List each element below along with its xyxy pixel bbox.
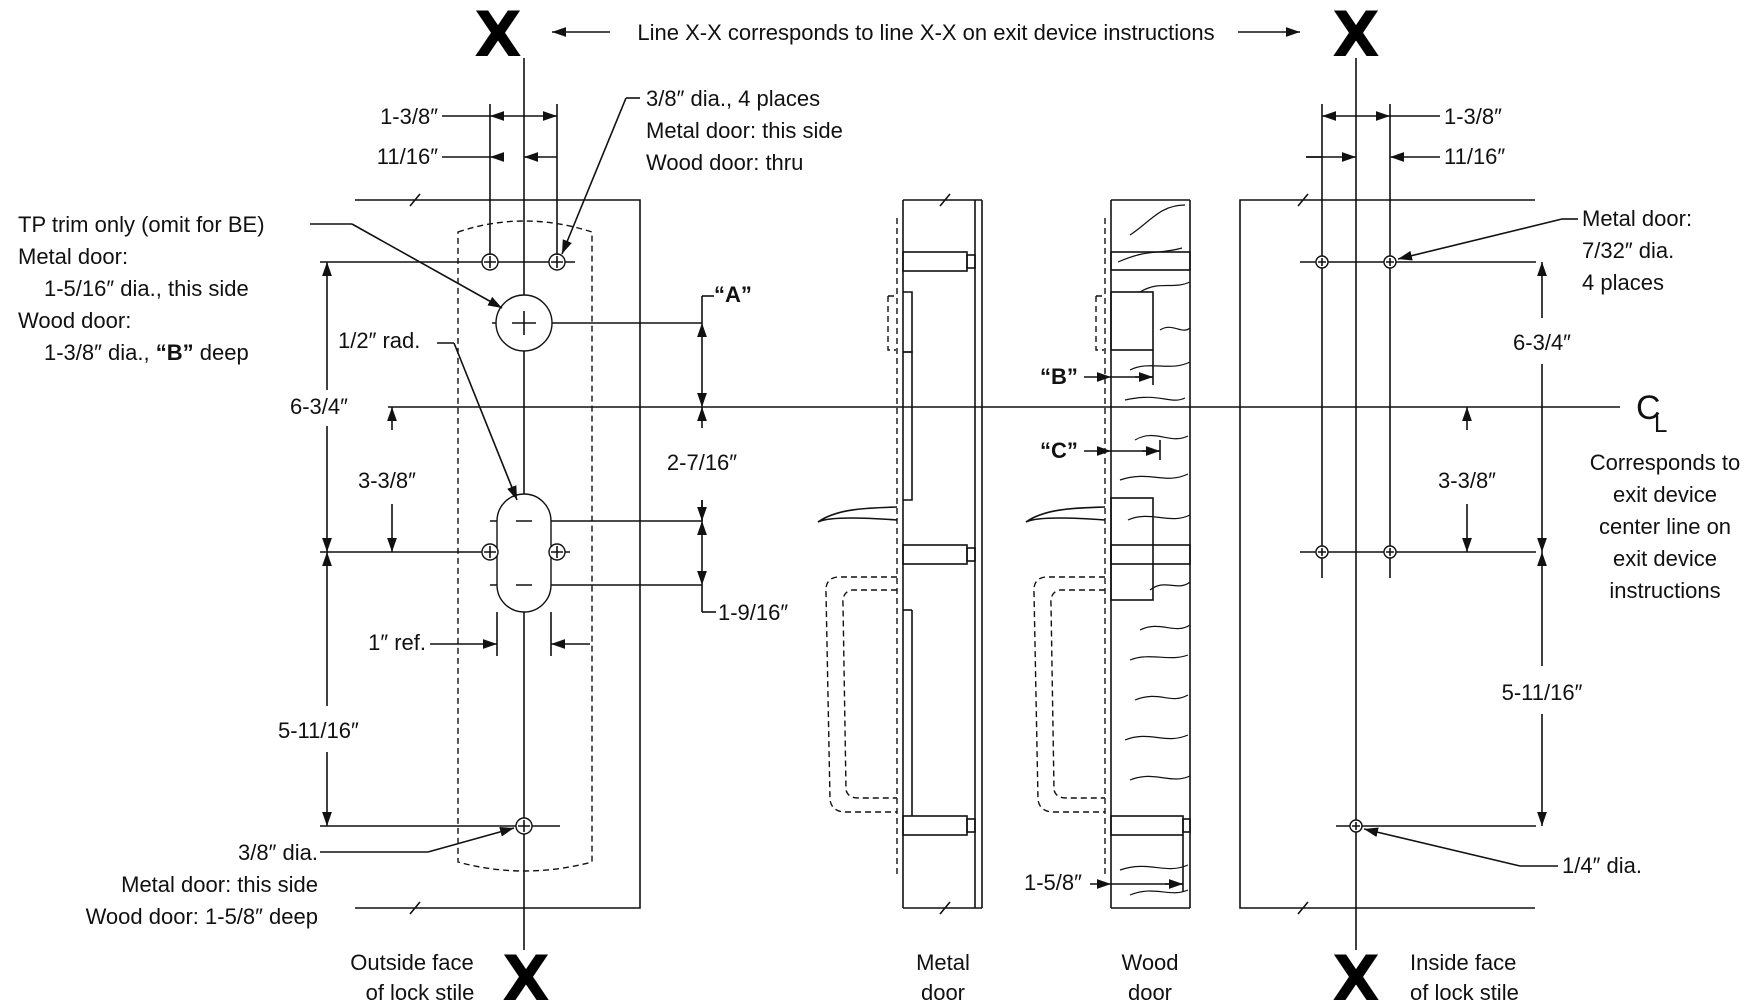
lock-stile-outline-right bbox=[1239, 199, 1535, 909]
dim-1-9-16: 1-9/16″ bbox=[718, 600, 788, 625]
metal-door-slot-recess bbox=[903, 351, 913, 501]
inside-metal-note-leader bbox=[1397, 218, 1563, 261]
wood-door-pull-outer bbox=[1033, 576, 1105, 813]
tp-note-5: 1-3/8″ dia., “B” deep bbox=[44, 340, 249, 365]
metal-door-pull-inner bbox=[842, 589, 897, 799]
metal-door-section: Metal door bbox=[817, 193, 983, 1004]
wood-door-tp-bore bbox=[1110, 291, 1154, 351]
metal-door-break-marks bbox=[939, 193, 951, 915]
hole-note-2: Metal door: this side bbox=[646, 118, 843, 143]
outside-caption-2: of lock stile bbox=[366, 980, 475, 1004]
dim-11-16-outside: 11/16″ bbox=[377, 144, 438, 169]
bottom-note-1: 3/8″ dia. bbox=[238, 840, 318, 865]
metal-door-mid-fastener-tip bbox=[966, 547, 976, 562]
cl-note-2: exit device bbox=[1613, 482, 1717, 507]
center-marks bbox=[484, 256, 563, 832]
metal-door-top-fastener-tip bbox=[966, 254, 976, 269]
metal-door-bottom-fastener-tip bbox=[966, 818, 976, 833]
lock-stile-outline-left bbox=[355, 199, 641, 909]
inside-dim-5-11-16: 5-11/16″ bbox=[1502, 680, 1583, 705]
tp-note-leader bbox=[351, 223, 503, 309]
wood-door-tp-trim-dashed bbox=[1095, 295, 1104, 351]
bottom-note-leader bbox=[427, 827, 515, 853]
metal-door-tp-trim-dashed bbox=[887, 295, 896, 351]
rad-note: 1/2″ rad. bbox=[338, 328, 420, 353]
inside-center-marks bbox=[1318, 258, 1394, 830]
wood-door-bottom-bolt bbox=[1110, 815, 1184, 836]
inside-caption-1: Inside face bbox=[1410, 950, 1516, 975]
metal-door-caption-1: Metal bbox=[916, 950, 970, 975]
dim-6-3-4-outside: 6-3/4″ bbox=[290, 394, 348, 419]
cl-note-1: Corresponds to bbox=[1590, 450, 1740, 475]
line-note: Line X-X corresponds to line X-X on exit… bbox=[637, 20, 1214, 45]
metal-door-bottom-fastener bbox=[902, 815, 968, 836]
wood-door-lever bbox=[1025, 506, 1106, 523]
outside-caption-1: Outside face bbox=[350, 950, 474, 975]
dim-1-5-8: 1-5/8″ bbox=[1024, 870, 1082, 895]
metal-door-pull-outer bbox=[825, 576, 897, 813]
inside-face-view: 1-3/8″ 11/16″ Metal door: 7/32″ dia. 4 p… bbox=[1239, 58, 1740, 1004]
wood-door-pull-inner bbox=[1050, 589, 1105, 799]
metal-door-mid-fastener bbox=[902, 544, 968, 565]
x-marker-bottom-left: X bbox=[502, 942, 550, 1004]
wood-grain-hatch bbox=[1117, 204, 1191, 896]
dim-1-ref: 1″ ref. bbox=[368, 630, 426, 655]
hole-note-1: 3/8″ dia., 4 places bbox=[646, 86, 820, 111]
dim-a-label: “A” bbox=[714, 282, 752, 307]
hole-note-3: Wood door: thru bbox=[646, 150, 803, 175]
oval-slot bbox=[496, 493, 552, 613]
centerline-symbol: C L bbox=[1636, 389, 1667, 438]
wood-door-top-thru-bolt bbox=[1110, 251, 1191, 271]
wood-door-bottom-bolt-tip bbox=[1182, 818, 1191, 833]
wood-door-mid-thru-bolt bbox=[1110, 544, 1191, 565]
dim-1-3-8-outside: 1-3/8″ bbox=[380, 104, 438, 129]
metal-door-caption-2: door bbox=[921, 980, 965, 1004]
metal-door-tp-boss bbox=[903, 291, 913, 353]
break-marks-left bbox=[409, 193, 421, 915]
wood-door-caption-1: Wood bbox=[1121, 950, 1178, 975]
cl-note-4: exit device bbox=[1613, 546, 1717, 571]
wood-door-slot-bore bbox=[1110, 497, 1154, 601]
hole-note-leader bbox=[561, 97, 627, 255]
metal-door-top-fastener bbox=[902, 251, 968, 272]
dim-c-label: “C” bbox=[1040, 438, 1078, 463]
cl-symbol-l: L bbox=[1654, 411, 1667, 438]
cl-note-3: center line on bbox=[1599, 514, 1731, 539]
metal-door-lever bbox=[817, 506, 898, 523]
cl-note-5: instructions bbox=[1609, 578, 1720, 603]
rad-note-leader bbox=[453, 342, 518, 501]
dim-5-11-16-outside: 5-11/16″ bbox=[278, 718, 359, 743]
x-marker-top-left: X bbox=[474, 0, 522, 71]
trim-outline-dashed bbox=[457, 220, 593, 872]
inside-dim-6-3-4: 6-3/4″ bbox=[1513, 330, 1571, 355]
bottom-note-2: Metal door: this side bbox=[121, 872, 318, 897]
dim-3-3-8-outside: 3-3/8″ bbox=[358, 468, 416, 493]
inside-dim-1-4: 1/4″ dia. bbox=[1562, 853, 1642, 878]
tp-note-1: TP trim only (omit for BE) bbox=[18, 212, 265, 237]
inside-dim-1-3-8: 1-3/8″ bbox=[1444, 104, 1502, 129]
dim-b-label: “B” bbox=[1040, 364, 1078, 389]
tp-note-2: Metal door: bbox=[18, 244, 128, 269]
inside-bottom-note-leader bbox=[1363, 827, 1521, 867]
tp-note-4: Wood door: bbox=[18, 308, 131, 333]
inside-metal-note-2: 7/32″ dia. bbox=[1582, 238, 1674, 263]
break-marks-right bbox=[1297, 193, 1309, 915]
x-marker-bottom-right: X bbox=[1332, 942, 1380, 1004]
tp-note-3: 1-5/16″ dia., this side bbox=[44, 276, 249, 301]
inside-caption-2: of lock stile bbox=[1410, 980, 1519, 1004]
inside-metal-note-1: Metal door: bbox=[1582, 206, 1692, 231]
wood-door-section: “B” “C” 1-5/8″ Wood door bbox=[1024, 199, 1191, 1004]
cl-symbol-c: C bbox=[1636, 389, 1661, 427]
dim-2-7-16: 2-7/16″ bbox=[667, 450, 737, 475]
inside-dim-3-3-8: 3-3/8″ bbox=[1438, 468, 1496, 493]
bottom-note-3: Wood door: 1-5/8″ deep bbox=[86, 904, 318, 929]
wood-door-caption-2: door bbox=[1128, 980, 1172, 1004]
inside-metal-note-3: 4 places bbox=[1582, 270, 1664, 295]
inside-dim-11-16: 11/16″ bbox=[1444, 144, 1505, 169]
outside-face-view: 1-3/8″ 11/16″ 3/8″ dia., 4 places Metal … bbox=[18, 58, 1620, 1004]
